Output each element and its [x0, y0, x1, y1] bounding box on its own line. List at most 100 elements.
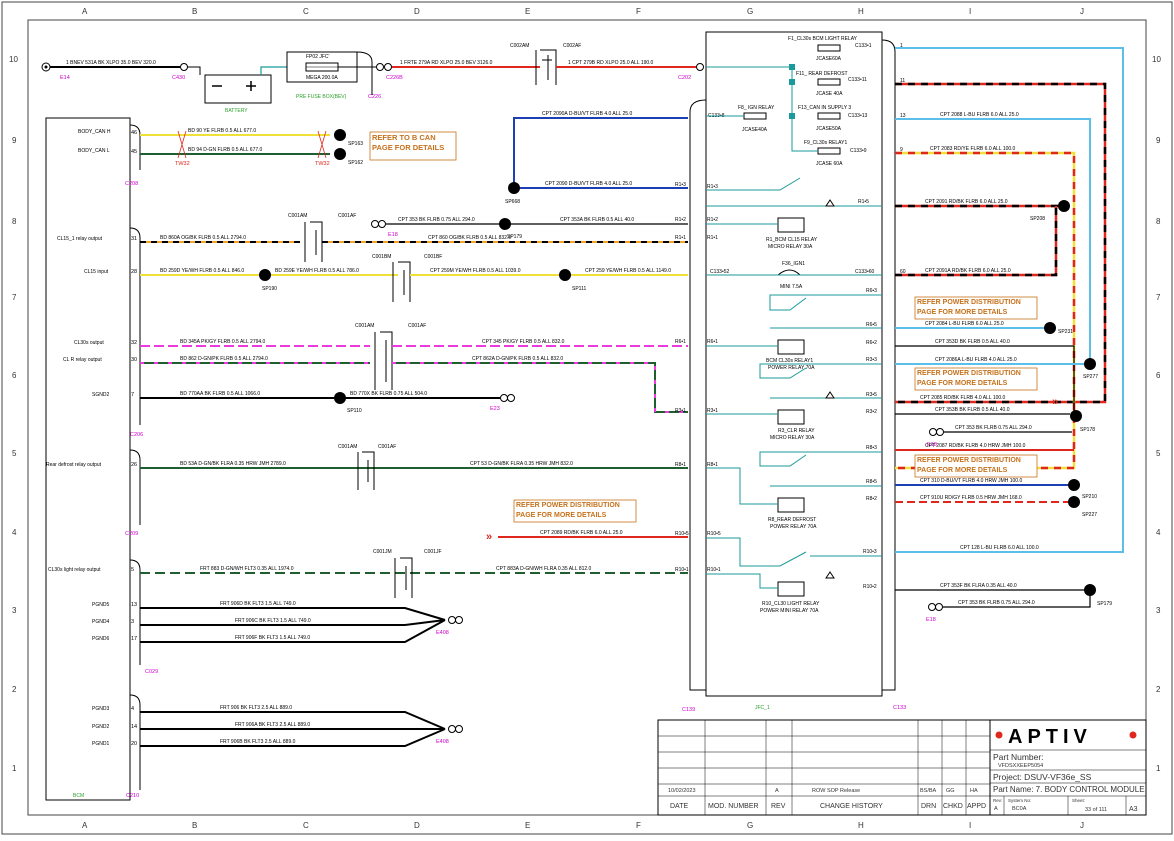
note-text: REFER POWER DISTRIBUTION PAGE FOR MORE D… [917, 370, 1021, 387]
wire-2088 [895, 118, 1091, 362]
twist-label: TW32 [175, 161, 190, 167]
grid-col: F [636, 821, 641, 830]
system-no-value: BC0A [1012, 806, 1027, 812]
wire-label: FRT 906 BK FLT3 2.5 ALL 889.0 [220, 705, 292, 711]
connector-label: C210 [126, 793, 139, 799]
grid-row: 5 [12, 449, 17, 458]
note-pd-4: REFER POWER DISTRIBUTION PAGE FOR MORE D… [917, 457, 1021, 474]
note-pd-2: REFER POWER DISTRIBUTION PAGE FOR MORE D… [917, 299, 1021, 316]
wire-label: BD 770AA BK FLRB 0.5 ALL 1066.0 [180, 391, 260, 397]
terminal-icon [376, 63, 384, 71]
splice-label: SP111 [572, 286, 586, 292]
wire-128 [895, 47, 1124, 553]
off-page-arrow-icon: » [486, 531, 492, 543]
wire-label: CPT 2083 RD/YE FLRB 6.0 ALL 100.0 [930, 146, 1016, 152]
pin-label: R3•1 [675, 408, 686, 414]
wire-pgnd6 [140, 619, 446, 643]
grid-row: 1 [1156, 764, 1161, 773]
grid-row: 4 [1156, 528, 1161, 537]
inline-connector [394, 557, 413, 598]
ground-terminal-icon [935, 603, 943, 611]
wire-label: BD 345A PK/GY FLRB 0.5 ALL 2794.0 [180, 339, 266, 345]
fuse-rating: JCASE 40A [816, 91, 843, 97]
note-text: REFER POWER DISTRIBUTION PAGE FOR MORE D… [516, 502, 620, 519]
grid-col: J [1080, 821, 1084, 830]
splice-icon [1084, 584, 1096, 596]
bcm-pin-label: PGND4 [92, 619, 109, 625]
wire-label: CPT 2085 RD/BK FLRB 4.0 ALL 100.0 [920, 395, 1006, 401]
grid-row: 5 [1156, 449, 1161, 458]
pin-label: R8•2 [866, 496, 877, 502]
pin-label: C133•1 [855, 43, 872, 49]
pin-number: 1 [900, 43, 903, 49]
bcm-pin-number: 7 [131, 392, 134, 398]
pin-label: R10•1 [675, 567, 689, 573]
title-block: 10/02/2023 A ROW SOP Release BS/BA GG HA… [657, 719, 1147, 816]
off-page-arrow-icon: » [1052, 396, 1058, 408]
grid-col: B [192, 821, 197, 830]
bcm-pin-number: 45 [131, 149, 137, 155]
ground-terminal-icon [500, 394, 508, 402]
bcm-pin-label: SGND2 [92, 392, 109, 398]
fuse-label: F36_IGN1 [782, 261, 805, 267]
wire-label: 1 FRTE 279A RD XLPO 25.0 BEV 3126.0 [400, 60, 493, 66]
wire-label: 1 CPT 279B RD XLPO 25.0 ALL 190.0 [568, 60, 654, 66]
connector-shell [129, 227, 141, 425]
wire-label: CPT 345 PK/GY FLRB 0.5 ALL 832.0 [482, 339, 565, 345]
relay-label: POWER RELAY 70A [770, 524, 817, 530]
splice-label: SP227 [1082, 512, 1097, 518]
grid-col: D [414, 7, 420, 16]
relay-label: POWER MINI RELAY 70A [760, 608, 819, 614]
pin-label: C133•9 [850, 148, 867, 154]
fuse-icon [743, 112, 767, 120]
inner-border [27, 19, 1147, 816]
wire-label: CPT 353 BK FLRB 0.75 ALL 294.0 [955, 425, 1032, 431]
terminal-icon [384, 63, 392, 71]
splice-label: SP277 [1083, 374, 1098, 380]
splice-icon [559, 269, 571, 281]
bcm-pin-label: PGND6 [92, 636, 109, 642]
diode-icon [825, 391, 835, 399]
sheet-size: A3 [1129, 806, 1138, 813]
bcm-pin-label: PGND3 [92, 706, 109, 712]
terminal-icon [180, 63, 188, 71]
grid-row: 2 [12, 685, 17, 694]
note-can: REFER TO B CAN PAGE FOR DETAILS [372, 133, 444, 152]
bcm-pin-label: CL30s output [74, 340, 104, 346]
bcm-pin-number: 28 [131, 269, 137, 275]
relay-label: MICRO RELAY 30A [770, 435, 815, 441]
splice-icon [1058, 200, 1070, 212]
relay-switch [759, 451, 882, 467]
ground-label: E18 [927, 442, 937, 448]
wire-label: FRT 906B BK FLT3 2.5 ALL 889.0 [220, 739, 296, 745]
grid-row: 6 [12, 371, 17, 380]
connector-label: C001AM [355, 323, 374, 329]
grid-col: I [969, 821, 971, 830]
wire-label: CPT 2091 RD/BK FLRB 6.0 ALL 25.0 [925, 199, 1008, 205]
connector-label: C029 [145, 669, 158, 675]
grid-row: 9 [12, 136, 17, 145]
connector-label: C001AM [338, 444, 357, 450]
fuse-icon [817, 78, 841, 86]
bcm-pin-number: 46 [131, 130, 137, 136]
pin-label: R6•5 [866, 322, 877, 328]
wire-label: CPT 259M YE/WH FLRB 0.5 ALL 1039.0 [430, 268, 521, 274]
wire-label: CPT 2089 RD/BK FLRB 6.0 ALL 25.0 [540, 530, 623, 536]
ground-terminal-icon [371, 220, 379, 228]
bcm-pin-label: CL15_1 relay output [57, 236, 103, 242]
splice-icon [1044, 322, 1056, 334]
grid-row: 1 [12, 764, 17, 773]
bcm-outline [45, 117, 131, 801]
pin-label: R3•3 [866, 357, 877, 363]
grid-row: 3 [12, 606, 17, 615]
bcm-pin-label: Rear defrost relay output [46, 462, 102, 468]
wire-label: CPT 259 YE/WH FLRB 0.5 ALL 1149.0 [585, 268, 671, 274]
change-checked-by: GG [946, 788, 955, 794]
wire-label: FRT 883 D-GN/WH FLT3 0.35 ALL 1974.0 [200, 566, 294, 572]
ground-terminal-icon [455, 725, 463, 733]
pin-number: 11 [900, 78, 905, 84]
wire-label: BD 860A OG/BK FLRB 0.5 ALL 2794.0 [160, 235, 246, 241]
relay-coil-icon [777, 409, 805, 425]
header-change-history: CHANGE HISTORY [820, 803, 883, 810]
can-bus-wires: BD 90 YE FLRB 0.5 ALL 677.0 BD 94 D-GN F… [140, 128, 457, 167]
